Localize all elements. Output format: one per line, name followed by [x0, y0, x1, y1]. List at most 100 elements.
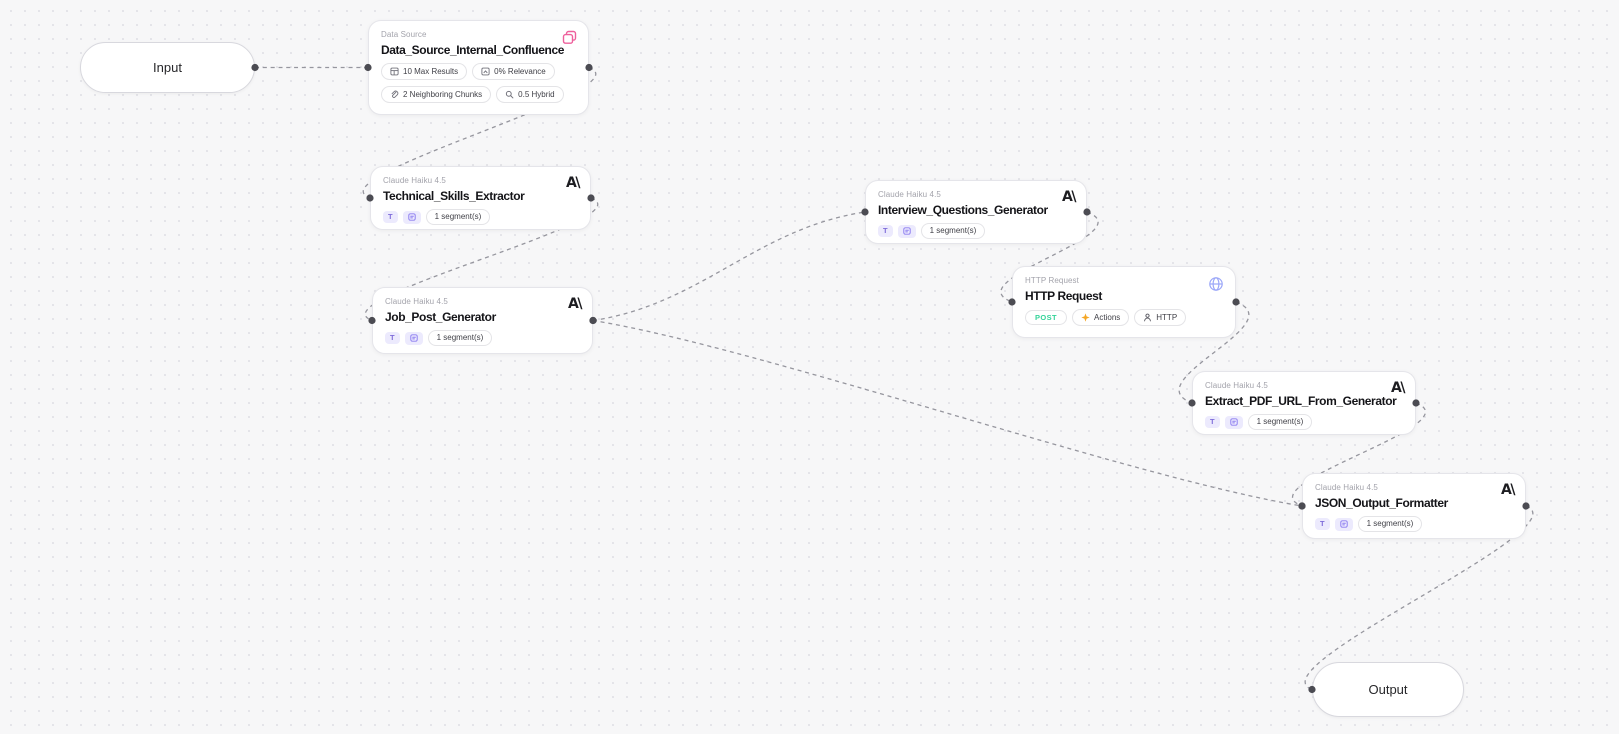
node-chips: T 1 segment(s) — [1205, 414, 1403, 430]
chip-label: 1 segment(s) — [929, 226, 977, 235]
chip-label: T — [388, 212, 393, 222]
node-technical_skills_extractor[interactable]: Claude Haiku 4.5 A\ Technical_Skills_Extra… — [370, 166, 591, 230]
node-chips: T 1 segment(s) — [1315, 516, 1513, 532]
anthropic-logo: A\ — [1062, 189, 1076, 205]
grid-icon — [1334, 517, 1353, 531]
chip-t: T — [385, 331, 400, 345]
chip-10-max-results: 10 Max Results — [381, 63, 468, 80]
globe-icon — [1208, 276, 1224, 292]
grid-icon — [404, 331, 423, 345]
node-subtitle: Claude Haiku 4.5 — [1205, 381, 1268, 390]
chip-label: 0% Relevance — [494, 66, 546, 76]
node-subtitle: Data Source — [381, 30, 427, 39]
node-subtitle: HTTP Request — [1025, 276, 1079, 285]
edge-data_source_internal_confluence-to-technical_skills_extractor[interactable] — [362, 66, 597, 199]
node-title: Technical_Skills_Extractor — [383, 189, 525, 203]
edge-job_post_generator-to-interview_questions_generator[interactable] — [592, 211, 866, 322]
chip-label: 10 Max Results — [403, 66, 459, 76]
edge-http_request-to-extract_pdf_url_from_generator[interactable] — [1178, 301, 1250, 404]
grid-icon — [1339, 520, 1348, 528]
chip-label: T — [1320, 519, 1325, 529]
search-icon — [505, 90, 514, 99]
node-input[interactable]: Input — [80, 42, 255, 93]
edge-extract_pdf_url_from_generator-to-json_output_formatter[interactable] — [1292, 402, 1426, 507]
chip-label: 1 segment(s) — [434, 212, 482, 221]
anthropic-logo: A\ — [1391, 380, 1405, 396]
node-label: Output — [1368, 682, 1408, 697]
chip-t: T — [1315, 517, 1330, 531]
node-chips: T 1 segment(s) — [878, 223, 1074, 239]
anthropic-logo: A\ — [568, 296, 582, 312]
grid-icon — [409, 334, 418, 342]
chip-0-5-hybrid: 0.5 Hybrid — [496, 86, 564, 103]
node-subtitle: Claude Haiku 4.5 — [1315, 483, 1378, 492]
copy-icon — [562, 30, 577, 45]
chip-label: 1 segment(s) — [1256, 417, 1304, 426]
chip-t: T — [383, 210, 398, 224]
chip-1-segment-s-: 1 segment(s) — [427, 330, 493, 346]
anthropic-logo: A\ — [1501, 482, 1515, 498]
node-subtitle: Claude Haiku 4.5 — [878, 190, 941, 199]
person-icon — [1143, 313, 1152, 322]
chip-1-segment-s-: 1 segment(s) — [1247, 414, 1313, 430]
chip-label: Actions — [1094, 312, 1121, 322]
edge-json_output_formatter-to-output[interactable] — [1304, 505, 1534, 691]
node-title: Job_Post_Generator — [385, 310, 496, 324]
node-chips: T 1 segment(s) — [385, 330, 580, 346]
chip-post: POST — [1025, 309, 1068, 326]
anthropic-logo: A\ — [566, 175, 580, 191]
sparkle-icon — [1081, 313, 1090, 322]
chip-label: 0.5 Hybrid — [518, 89, 555, 99]
edge-technical_skills_extractor-to-job_post_generator[interactable] — [364, 197, 599, 322]
chip-1-segment-s-: 1 segment(s) — [425, 209, 491, 225]
chip-2-neighboring-chunks: 2 Neighboring Chunks — [381, 86, 492, 103]
node-subtitle: Claude Haiku 4.5 — [385, 297, 448, 306]
anthropic-logo: A\ — [568, 296, 582, 312]
chip-label: HTTP — [1156, 312, 1178, 322]
link-icon — [390, 90, 399, 99]
chip-t: T — [1205, 415, 1220, 429]
anthropic-logo: A\ — [566, 175, 580, 191]
chip-label: T — [390, 333, 395, 343]
chip-label: T — [883, 226, 888, 236]
chip-t: T — [878, 224, 893, 238]
chip-label: 1 segment(s) — [436, 333, 484, 342]
chip-1-segment-s-: 1 segment(s) — [1357, 516, 1423, 532]
anthropic-logo: A\ — [1501, 482, 1515, 498]
edge-job_post_generator-to-json_output_formatter[interactable] — [592, 319, 1303, 507]
grid-icon — [902, 227, 911, 235]
node-title: Interview_Questions_Generator — [878, 203, 1048, 217]
chip-label: T — [1210, 417, 1215, 427]
grid-icon — [1229, 418, 1238, 426]
grid-icon — [897, 224, 916, 238]
node-output[interactable]: Output — [1312, 662, 1464, 717]
node-title: JSON_Output_Formatter — [1315, 496, 1448, 510]
node-subtitle: Claude Haiku 4.5 — [383, 176, 446, 185]
chip-http: HTTP — [1134, 309, 1187, 326]
node-chips: T 1 segment(s) — [383, 209, 578, 225]
chip-label: 1 segment(s) — [1366, 519, 1414, 528]
grid-icon — [1224, 415, 1243, 429]
node-title: Extract_PDF_URL_From_Generator — [1205, 394, 1397, 408]
node-title: HTTP Request — [1025, 289, 1102, 303]
node-extract_pdf_url_from_generator[interactable]: Claude Haiku 4.5 A\Extract_PDF_URL_From_G… — [1192, 371, 1416, 435]
list-icon — [390, 67, 399, 76]
node-interview_questions_generator[interactable]: Claude Haiku 4.5 A\ Interview_Questions_Ge… — [865, 180, 1087, 244]
node-label: Input — [153, 60, 182, 75]
relevance-icon — [481, 67, 490, 76]
anthropic-logo: A\ — [1391, 380, 1405, 396]
chip-actions: Actions — [1072, 309, 1130, 326]
grid-icon — [402, 210, 421, 224]
grid-icon — [407, 213, 416, 221]
chip-label: POST — [1035, 312, 1058, 322]
node-title: Data_Source_Internal_Confluence — [381, 43, 564, 57]
chip-0-relevance: 0% Relevance — [472, 63, 555, 80]
anthropic-logo: A\ — [1062, 189, 1076, 205]
